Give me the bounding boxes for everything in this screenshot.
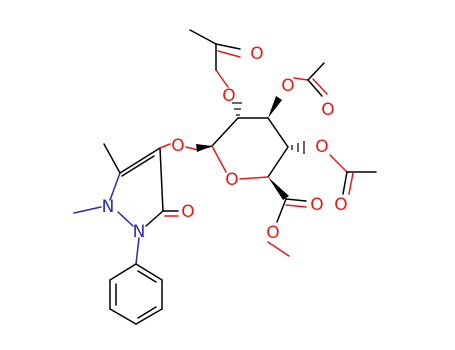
- atom-o-acetyl-top-1: O: [250, 44, 263, 64]
- methyl-ester: [267, 198, 307, 257]
- atom-o-carboxyl-dbl: O: [310, 195, 323, 215]
- atom-o-ring: O: [225, 170, 238, 190]
- atom-o-ester-1: O: [222, 86, 235, 106]
- hash-c2: [232, 102, 242, 116]
- atom-o-pyrazolone: O: [181, 202, 194, 222]
- stereo-bonds: [196, 96, 305, 200]
- pyrazolone-ring: [73, 143, 179, 227]
- atom-o-ester-3: O: [315, 137, 328, 157]
- acetyl-c4: [329, 154, 377, 195]
- atom-o-ester-2: O: [281, 76, 294, 96]
- hash-c4: [291, 141, 305, 154]
- atom-n-2: N: [133, 222, 146, 242]
- atom-o-glycosidic: O: [171, 136, 184, 156]
- phenyl-ring: [109, 237, 163, 325]
- atom-o-acetyl-top-2: O: [321, 100, 334, 120]
- atom-labels: O O O O O O O O O O O N N: [102, 44, 348, 243]
- atom-n-1: N: [102, 197, 115, 217]
- acetyl-c3: [293, 62, 328, 97]
- atom-o-carboxyl-single: O: [266, 223, 279, 243]
- atom-o-acetyl-right: O: [334, 195, 347, 215]
- acetyl-c2: [189, 29, 241, 88]
